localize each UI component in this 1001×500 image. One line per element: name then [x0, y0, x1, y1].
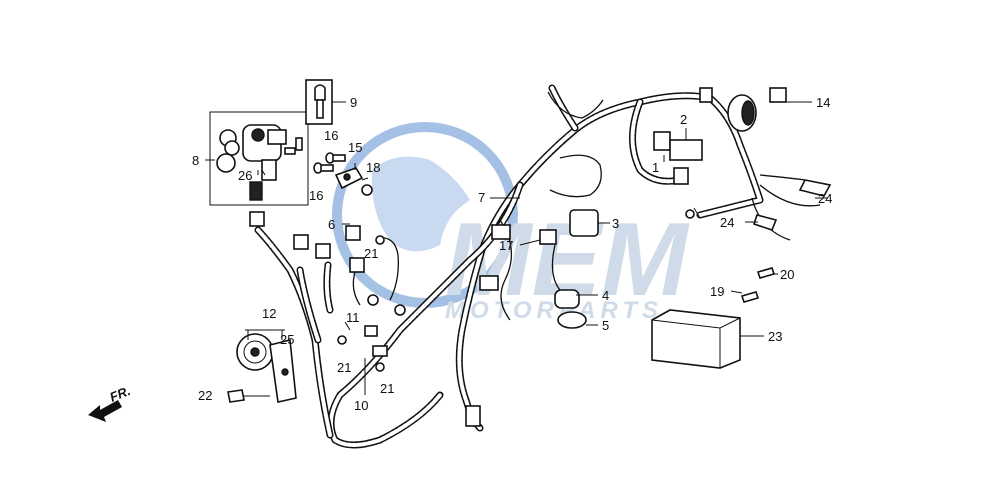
key-blank [305, 79, 346, 125]
callout-25: 25 [280, 332, 294, 347]
callout-7: 7 [478, 190, 485, 205]
callout-16b: 16 [309, 188, 323, 203]
callout-11: 11 [346, 310, 360, 325]
callout-3: 3 [612, 216, 619, 231]
watermark-tagline: MOTORPARTS [445, 297, 663, 324]
callout-5: 5 [602, 318, 609, 333]
callout-26: 26 [238, 168, 252, 183]
ignition-switch-box [209, 111, 309, 206]
callout-24b: 24 [720, 215, 734, 230]
callout-8: 8 [192, 153, 199, 168]
callout-15: 15 [348, 140, 362, 155]
left-connectors [249, 211, 406, 372]
callout-19: 19 [710, 284, 724, 299]
callout-22: 22 [198, 388, 212, 403]
callout-20: 20 [780, 267, 794, 282]
callout-6: 6 [328, 217, 335, 232]
callout-4: 4 [602, 288, 609, 303]
ignition-switch-group [205, 111, 309, 206]
callout-14: 14 [816, 95, 830, 110]
callout-10: 10 [354, 398, 368, 413]
callout-18: 18 [366, 160, 380, 175]
leader-lines [261, 101, 828, 395]
callout-12: 12 [262, 306, 276, 321]
callout-9: 9 [350, 95, 357, 110]
callout-17: 17 [499, 238, 513, 253]
main-wire-harness [254, 84, 821, 449]
bolt-bracket-group [313, 152, 373, 196]
callout-23: 23 [768, 329, 782, 344]
front-direction-label: FR. [108, 383, 133, 405]
callout-21b: 21 [337, 360, 351, 375]
callout-2: 2 [680, 112, 687, 127]
callout-labels: 1 2 3 4 5 6 7 8 9 10 11 12 14 15 16 16 1… [192, 95, 832, 413]
callout-1: 1 [652, 160, 659, 175]
horn-assembly [227, 329, 297, 403]
right-components [465, 87, 832, 427]
callout-16a: 16 [324, 128, 338, 143]
callout-21c: 21 [380, 381, 394, 396]
callout-21a: 21 [364, 246, 378, 261]
callout-24a: 24 [818, 191, 832, 206]
front-direction-indicator: FR. [88, 383, 133, 422]
